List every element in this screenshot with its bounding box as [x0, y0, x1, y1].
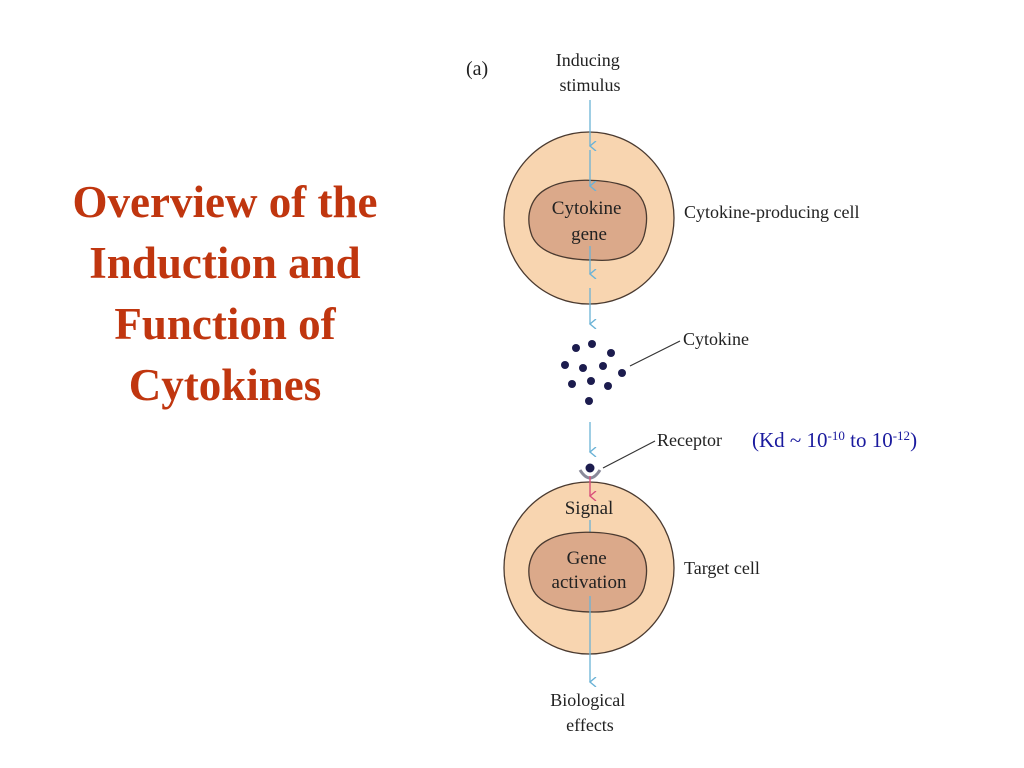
gene-activation-line-1: Gene [567, 548, 607, 569]
inducing-stimulus-line-1: Inducing [556, 50, 620, 70]
kd-note-exponent-1: -10 [827, 428, 845, 443]
cytokine-dot [579, 364, 587, 372]
biological-effects-label: Biological effects [550, 690, 630, 735]
kd-note-prefix: (Kd ~ 10 [752, 428, 828, 452]
inducing-stimulus-label: Inducing stimulus [556, 50, 624, 95]
kd-note-middle: to 10 [844, 428, 893, 452]
bound-cytokine-dot [585, 463, 595, 473]
title-line-4: Cytokines [128, 360, 322, 410]
biological-effects-line-1: Biological [550, 690, 625, 710]
cytokine-dot [572, 344, 580, 352]
biological-effects-line-2: effects [566, 715, 614, 735]
cytokine-dot [561, 361, 569, 369]
cytokine-dots [561, 340, 626, 405]
cytokine-gene-label: Cytokine gene [552, 198, 626, 245]
cytokine-gene-line-1: Cytokine [552, 198, 622, 219]
target-cell-nucleus [528, 531, 648, 613]
inducing-stimulus-line-2: stimulus [559, 75, 620, 95]
cytokine-dot [604, 382, 612, 390]
kd-note: (Kd ~ 10-10 to 10-12) [752, 428, 917, 453]
cytokine-pointer-line [629, 340, 681, 367]
receptor-pointer-line [602, 440, 656, 469]
target-cell-label: Target cell [684, 558, 760, 578]
gene-activation-label: Gene activation [552, 548, 627, 593]
slide-title: Overview of the Induction and Function o… [30, 172, 420, 416]
cytokine-dot [607, 349, 615, 357]
cytokine-label: Cytokine [683, 329, 749, 349]
panel-label: (a) [466, 58, 488, 80]
title-line-2: Induction and [89, 238, 361, 288]
cytokine-dot [587, 377, 595, 385]
cytokine-dot [599, 362, 607, 370]
cytokine-dot [588, 340, 596, 348]
cytokine-producing-cell-label: Cytokine-producing cell [684, 202, 859, 222]
title-line-1: Overview of the [72, 177, 378, 227]
title-line-3: Function of [114, 299, 336, 349]
gene-activation-line-2: activation [552, 572, 627, 593]
receptor-label: Receptor [657, 430, 722, 450]
cytokine-dot [618, 369, 626, 377]
cytokine-dot [585, 397, 593, 405]
cytokine-gene-line-2: gene [571, 224, 607, 245]
signal-label: Signal [565, 498, 614, 519]
cytokine-dot [568, 380, 576, 388]
kd-note-exponent-2: -12 [892, 428, 911, 443]
kd-note-suffix: ) [910, 428, 918, 452]
cytokine-producing-cell-nucleus [528, 179, 648, 262]
